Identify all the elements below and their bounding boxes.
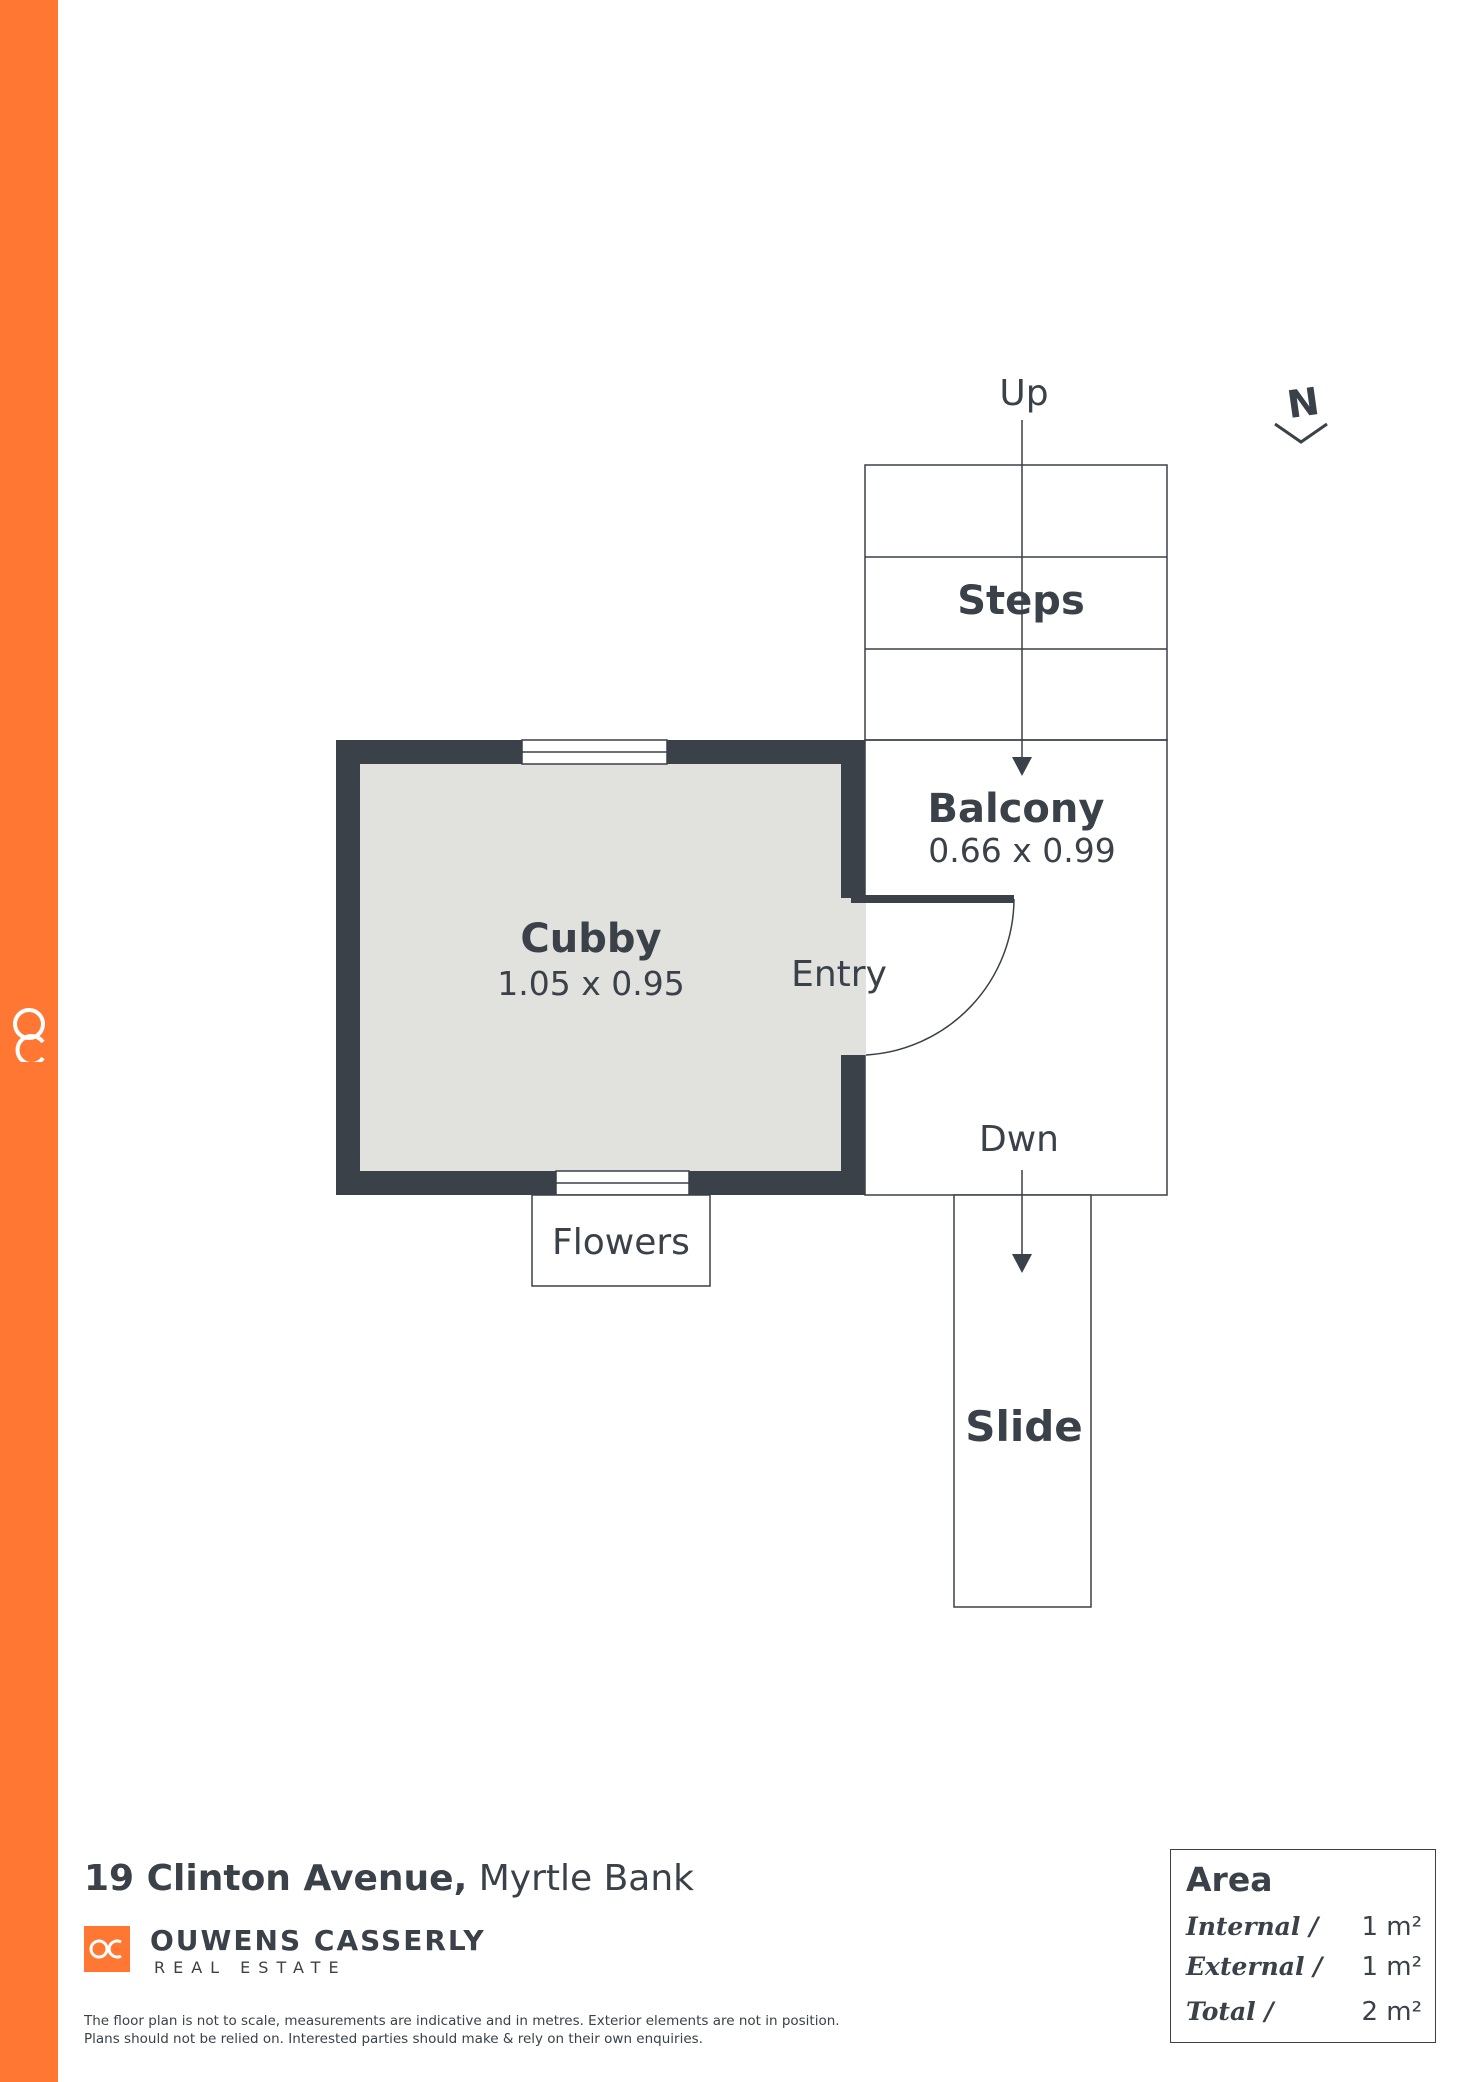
cubby-room (336, 740, 866, 1195)
area-row-total: Total / 2 m² (1186, 1997, 1422, 2033)
brand-name: OUWENS CASSERLY (150, 1924, 486, 1957)
compass-north-label: N (1284, 379, 1322, 427)
area-value: 1 m² (1361, 1912, 1422, 1942)
entry-label: Entry (791, 954, 887, 995)
area-value: 2 m² (1361, 1997, 1422, 2027)
window-bottom (555, 1170, 690, 1196)
down-label: Dwn (979, 1119, 1059, 1160)
slide-label: Slide (965, 1402, 1083, 1451)
area-value: 1 m² (1361, 1952, 1422, 1982)
steps-label: Steps (957, 578, 1085, 624)
area-label: External / (1186, 1952, 1323, 1981)
up-label: Up (999, 373, 1048, 414)
oc-logo-icon (13, 1008, 46, 1062)
floor-plan: N Up Steps Balcony 0.66 x 0.99 Cubby 1.0… (336, 373, 1328, 1608)
up-arrow-icon (1012, 420, 1032, 776)
address-street: 19 Clinton Avenue, (84, 1858, 468, 1899)
slide-area (953, 1194, 1092, 1608)
down-arrow-icon (1012, 1170, 1032, 1273)
disclaimer-line-1: The floor plan is not to scale, measurem… (84, 2013, 840, 2029)
cubby-name: Cubby (520, 916, 661, 962)
north-compass-icon (1274, 422, 1328, 444)
disclaimer: The floor plan is not to scale, measurem… (84, 2012, 984, 2048)
area-row-internal: Internal / 1 m² (1186, 1912, 1422, 1948)
window-top (521, 739, 668, 765)
balcony-name: Balcony (928, 786, 1105, 832)
cubby-dimensions: 1.05 x 0.95 (497, 964, 684, 1003)
balcony-dimensions: 0.66 x 0.99 (928, 831, 1115, 870)
entry-door (851, 895, 1015, 1056)
area-row-external: External / 1 m² (1186, 1952, 1422, 1988)
area-heading: Area (1186, 1860, 1273, 1899)
flowers-area (531, 1194, 711, 1287)
area-label: Internal / (1186, 1912, 1319, 1941)
address-suburb: Myrtle Bank (478, 1858, 695, 1899)
disclaimer-line-2: Plans should not be relied on. Intereste… (84, 2031, 703, 2047)
brand-mark-icon (84, 1926, 130, 1972)
brand-side-bar (0, 0, 58, 2082)
brand-subtitle: REAL ESTATE (154, 1958, 347, 1977)
area-label: Total / (1186, 1997, 1274, 2026)
property-address: 19 Clinton Avenue, Myrtle Bank (84, 1858, 694, 1899)
flowers-label: Flowers (552, 1222, 690, 1263)
area-summary-box: Area Internal / 1 m² External / 1 m² Tot… (1170, 1849, 1436, 2043)
